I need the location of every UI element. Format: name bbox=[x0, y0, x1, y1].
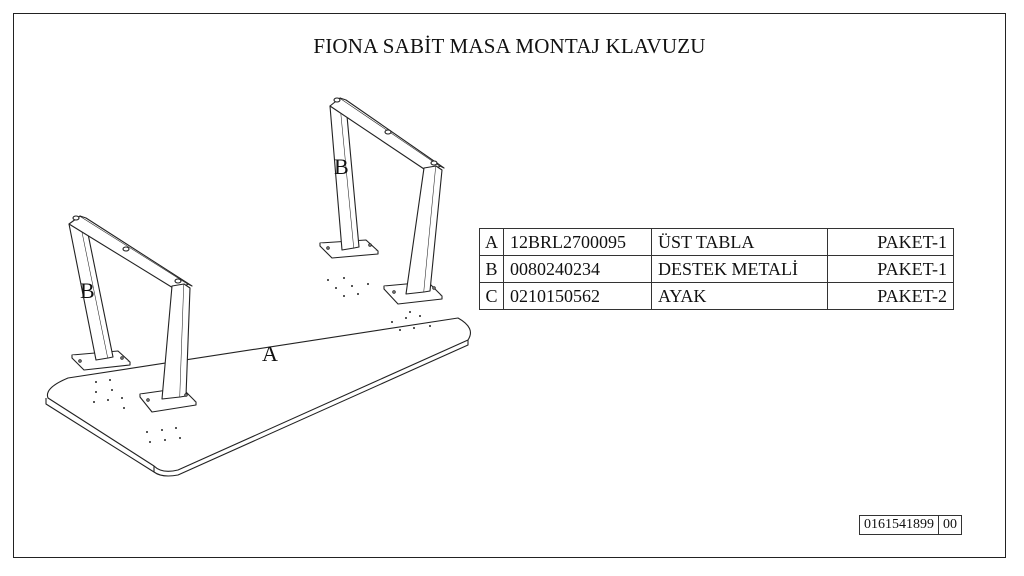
table-row: A 12BRL2700095 ÜST TABLA PAKET-1 bbox=[479, 228, 954, 256]
part-number: 0210150562 bbox=[503, 282, 652, 310]
drawing-sheet: FIONA SABİT MASA MONTAJ KLAVUZU bbox=[13, 13, 1006, 558]
leg-label-right: B bbox=[334, 154, 349, 179]
document-number-box: 0161541899 00 bbox=[859, 515, 962, 535]
part-number: 12BRL2700095 bbox=[503, 228, 652, 256]
table-row: C 0210150562 AYAK PAKET-2 bbox=[479, 282, 954, 310]
document-number: 0161541899 bbox=[859, 515, 939, 535]
part-package: PAKET-1 bbox=[827, 255, 954, 283]
part-package: PAKET-2 bbox=[827, 282, 954, 310]
leg-frame-right bbox=[319, 97, 445, 305]
part-code: C bbox=[479, 282, 504, 310]
part-name: AYAK bbox=[651, 282, 828, 310]
part-code: A bbox=[479, 228, 504, 256]
part-package: PAKET-1 bbox=[827, 228, 954, 256]
part-name: DESTEK METALİ bbox=[651, 255, 828, 283]
leg-frame-left bbox=[68, 215, 197, 413]
tabletop-label: A bbox=[262, 341, 278, 366]
part-name: ÜST TABLA bbox=[651, 228, 828, 256]
leg-label-left: B bbox=[80, 278, 95, 303]
part-code: B bbox=[479, 255, 504, 283]
page-title: FIONA SABİT MASA MONTAJ KLAVUZU bbox=[313, 34, 706, 58]
part-number: 0080240234 bbox=[503, 255, 652, 283]
tabletop-holes bbox=[93, 277, 431, 443]
document-revision: 00 bbox=[938, 515, 962, 535]
parts-table: A 12BRL2700095 ÜST TABLA PAKET-1 B 00802… bbox=[479, 228, 954, 310]
table-row: B 0080240234 DESTEK METALİ PAKET-1 bbox=[479, 255, 954, 283]
tabletop-outline bbox=[45, 317, 471, 477]
